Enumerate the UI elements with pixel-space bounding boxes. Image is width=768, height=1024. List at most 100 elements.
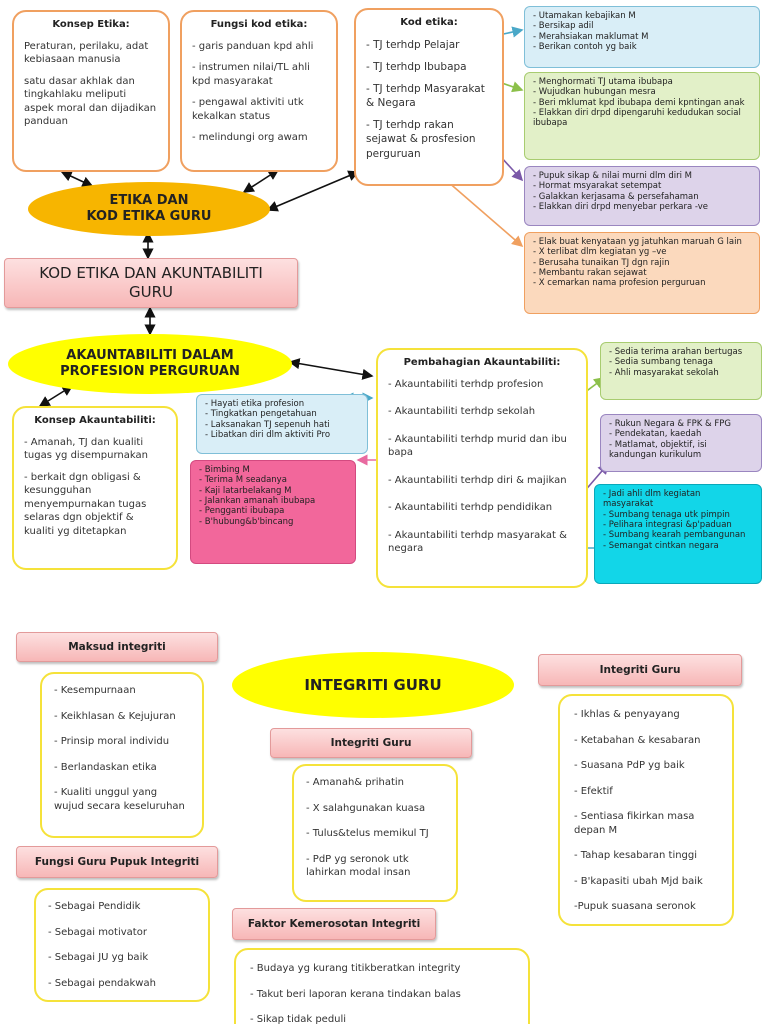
note-pendidikan-line: - Pendekatan, kaedah xyxy=(609,429,702,440)
konsep-etika-line-2: satu dasar akhlak dan tingkahlaku melipu… xyxy=(24,75,157,128)
integriti-right-line-2: - Ketabahan & kesabaran xyxy=(574,734,701,746)
note-ibubapa-line: - Elakkan diri drpd dipengaruhi keduduka… xyxy=(533,108,741,129)
note-murid-line: - B'hubung&b'bincang xyxy=(199,516,294,527)
pembahagian-line-2: - Akauntabiliti terhdp sekolah xyxy=(388,406,536,417)
etika-ellipse-line-1: ETIKA DAN xyxy=(109,193,189,209)
faktor-title: Faktor Kemerosotan Integriti xyxy=(247,918,421,930)
note-murid-line: - Jalankan amanah ibubapa xyxy=(199,496,316,507)
konsep-etika-title: Konsep Etika: xyxy=(52,19,130,30)
note-rakan-line: - X cemarkan nama profesion perguruan xyxy=(533,278,706,289)
note-profesion-line: - Libatkan diri dlm aktiviti Pro xyxy=(205,430,331,441)
banner-line-2: GURU xyxy=(128,283,173,301)
maksud-line-3: - Prinsip moral individu xyxy=(54,736,170,747)
pembahagian-line-5: - Akauntabiliti terhdp pendidikan xyxy=(388,502,553,513)
integriti-right-line-3: - Suasana PdP yg baik xyxy=(574,760,685,771)
fungsi-kod-etika-box: Fungsi kod etika: - garis panduan kpd ah… xyxy=(180,10,338,172)
fungsi-kod-etika-title: Fungsi kod etika: xyxy=(210,19,308,30)
integriti-mid-line-2: - X salahgunakan kuasa xyxy=(306,802,426,814)
note-negara-line: - Jadi ahli dlm kegiatan masyarakat xyxy=(603,489,701,510)
maksud-line-2: - Keikhlasan & Kejujuran xyxy=(54,710,176,722)
pembahagian-title: Pembahagian Akauntabiliti: xyxy=(403,357,561,368)
akauntabiliti-ellipse-line-1: AKAUNTABILITI DALAM xyxy=(66,347,234,363)
integriti-guru-right-title: Integriti Guru xyxy=(599,664,681,676)
pembahagian-akauntabiliti-box: Pembahagian Akauntabiliti: - Akauntabili… xyxy=(376,348,588,588)
integriti-right-line-5: - Sentiasa fikirkan masa depan M xyxy=(574,811,695,836)
pembahagian-line-6: - Akauntabiliti terhdp masyarakat & nega… xyxy=(388,529,567,555)
konsep-akauntabiliti-line-1: - Amanah, TJ dan kualiti tugas yg disemp… xyxy=(24,436,148,462)
integriti-guru-right-banner: Integriti Guru xyxy=(538,654,742,686)
note-murid-line: - Terima M seadanya xyxy=(199,475,287,486)
konsep-etika-line-1: Peraturan, perilaku, adat kebiasaan manu… xyxy=(24,40,149,66)
faktor-line-3: - Sikap tidak peduli xyxy=(250,1014,347,1024)
note-rakan-line: - Elak buat kenyataan yg jatuhkan maruah… xyxy=(533,237,742,247)
note-profesion-line: - Laksanakan TJ sepenuh hati xyxy=(205,419,330,430)
note-rakan: - Elak buat kenyataan yg jatuhkan maruah… xyxy=(524,232,760,314)
note-murid-line: - Pengganti ibubapa xyxy=(199,506,285,517)
note-pelajar: - Utamakan kebajikan M - Bersikap adil -… xyxy=(524,6,760,68)
integriti-mid-line-4: - PdP yg seronok utk lahirkan modal insa… xyxy=(306,853,411,879)
kod-etika-line-4: - TJ terhdp rakan sejawat & prosfesion p… xyxy=(366,119,476,160)
kod-etika-line-1: - TJ terhdp Pelajar xyxy=(366,38,460,51)
integriti-ellipse-label: INTEGRITI GURU xyxy=(304,676,442,694)
integriti-right-line-6: - Tahap kesabaran tinggi xyxy=(574,850,698,861)
fungsi-guru-line-2: - Sebagai motivator xyxy=(48,926,147,938)
akauntabiliti-ellipse-line-2: PROFESION PERGURUAN xyxy=(60,364,240,379)
etika-dan-kod-etika-ellipse: ETIKA DAN KOD ETIKA GURU xyxy=(28,182,270,236)
fungsi-guru-banner: Fungsi Guru Pupuk Integriti xyxy=(16,846,218,878)
note-profesion-line: - Tingkatkan pengetahuan xyxy=(205,409,317,420)
maksud-integriti-box: - Kesempurnaan - Keikhlasan & Kejujuran … xyxy=(40,672,204,838)
note-diri-line: - Sedia terima arahan bertugas xyxy=(609,347,743,357)
note-murid: - Bimbing M - Terima M seadanya - Kaji l… xyxy=(190,460,356,564)
integriti-mid-line-3: - Tulus&telus memikul TJ xyxy=(306,828,429,839)
note-negara-line: - Semangat cintkan negara xyxy=(603,540,719,551)
fungsi-kod-line-1: - garis panduan kpd ahli xyxy=(192,40,314,52)
note-masyarakat-line: - Elakkan diri drpd menyebar perkara -ve xyxy=(533,202,708,213)
integriti-mid-line-1: - Amanah& prihatin xyxy=(306,777,405,788)
faktor-kemerosotan-banner: Faktor Kemerosotan Integriti xyxy=(232,908,436,940)
konsep-etika-box: Konsep Etika: Peraturan, perilaku, adat … xyxy=(12,10,170,172)
banner-line-1: KOD ETIKA DAN AKUNTABILITI xyxy=(39,264,263,283)
fungsi-kod-line-4: - melindungi org awam xyxy=(192,132,308,143)
note-ibubapa-line: - Beri mklumat kpd ibubapa demi kpntinga… xyxy=(533,97,745,108)
integriti-guru-mid-banner: Integriti Guru xyxy=(270,728,472,758)
kod-etika-box: Kod etika: - TJ terhdp Pelajar - TJ terh… xyxy=(354,8,504,186)
note-profesion: - Hayati etika profesion - Tingkatkan pe… xyxy=(196,394,368,454)
konsep-akauntabiliti-title: Konsep Akauntabiliti: xyxy=(34,415,156,426)
integriti-right-line-1: - Ikhlas & penyayang xyxy=(574,709,680,720)
note-ibubapa: - Menghormati TJ utama ibubapa - Wujudka… xyxy=(524,72,760,160)
integriti-right-line-4: - Efektif xyxy=(574,785,613,797)
maksud-line-1: - Kesempurnaan xyxy=(54,685,136,696)
note-masyarakat-line: - Pupuk sikap & nilai murni dlm diri M xyxy=(533,171,692,181)
fungsi-kod-line-2: - instrumen nilai/TL ahli kpd masyarakat xyxy=(192,62,310,87)
note-pendidikan: - Rukun Negara & FPK & FPG - Pendekatan,… xyxy=(600,414,762,472)
integriti-right-line-7: - B'kapasiti ubah Mjd baik xyxy=(574,875,703,887)
faktor-kemerosotan-box: - Budaya yg kurang titikberatkan integri… xyxy=(234,948,530,1024)
note-pendidikan-line: - Matlamat, objektif, isi kandungan kuri… xyxy=(609,439,707,461)
maksud-integriti-banner: Maksud integriti xyxy=(16,632,218,662)
note-masyarakat: - Pupuk sikap & nilai murni dlm diri M -… xyxy=(524,166,760,226)
note-pelajar-line: - Utamakan kebajikan M xyxy=(533,11,636,21)
note-pelajar-line: - Bersikap adil xyxy=(533,21,594,32)
fungsi-guru-line-1: - Sebagai Pendidik xyxy=(48,901,141,912)
note-negara-line: - Sumbang kearah pembangunan xyxy=(603,530,746,541)
note-rakan-line: - Membantu rakan sejawat xyxy=(533,268,647,279)
integriti-guru-ellipse: INTEGRITI GURU xyxy=(232,652,514,718)
note-murid-line: - Kaji latarbelakang M xyxy=(199,485,292,496)
pembahagian-line-4: - Akauntabiliti terhdp diri & majikan xyxy=(388,474,567,486)
note-diri: - Sedia terima arahan bertugas - Sedia s… xyxy=(600,342,762,400)
note-negara-line: - Sumbang tenaga utk pimpin xyxy=(603,509,730,520)
note-ibubapa-line: - Menghormati TJ utama ibubapa xyxy=(533,77,673,87)
pembahagian-line-3: - Akauntabiliti terhdp murid dan ibu bap… xyxy=(388,433,567,459)
maksud-line-4: - Berlandaskan etika xyxy=(54,761,157,773)
note-rakan-line: - Berusaha tunaikan TJ dgn rajin xyxy=(533,257,670,268)
faktor-line-2: - Takut beri laporan kerana tindakan bal… xyxy=(250,988,461,1000)
pembahagian-line-1: - Akauntabiliti terhdp profesion xyxy=(388,378,544,390)
note-diri-line: - Ahli masyarakat sekolah xyxy=(609,367,719,378)
note-masyarakat-line: - Galakkan kerjasama & persefahaman xyxy=(533,191,699,202)
konsep-akauntabiliti-box: Konsep Akauntabiliti: - Amanah, TJ dan k… xyxy=(12,406,178,570)
note-pelajar-line: - Merahsiakan maklumat M xyxy=(533,31,649,42)
akauntabiliti-ellipse: AKAUNTABILITI DALAM PROFESION PERGURUAN xyxy=(8,334,292,394)
note-diri-line: - Sedia sumbang tenaga xyxy=(609,357,714,368)
note-pendidikan-line: - Rukun Negara & FPK & FPG xyxy=(609,419,731,429)
note-negara: - Jadi ahli dlm kegiatan masyarakat - Su… xyxy=(594,484,762,584)
